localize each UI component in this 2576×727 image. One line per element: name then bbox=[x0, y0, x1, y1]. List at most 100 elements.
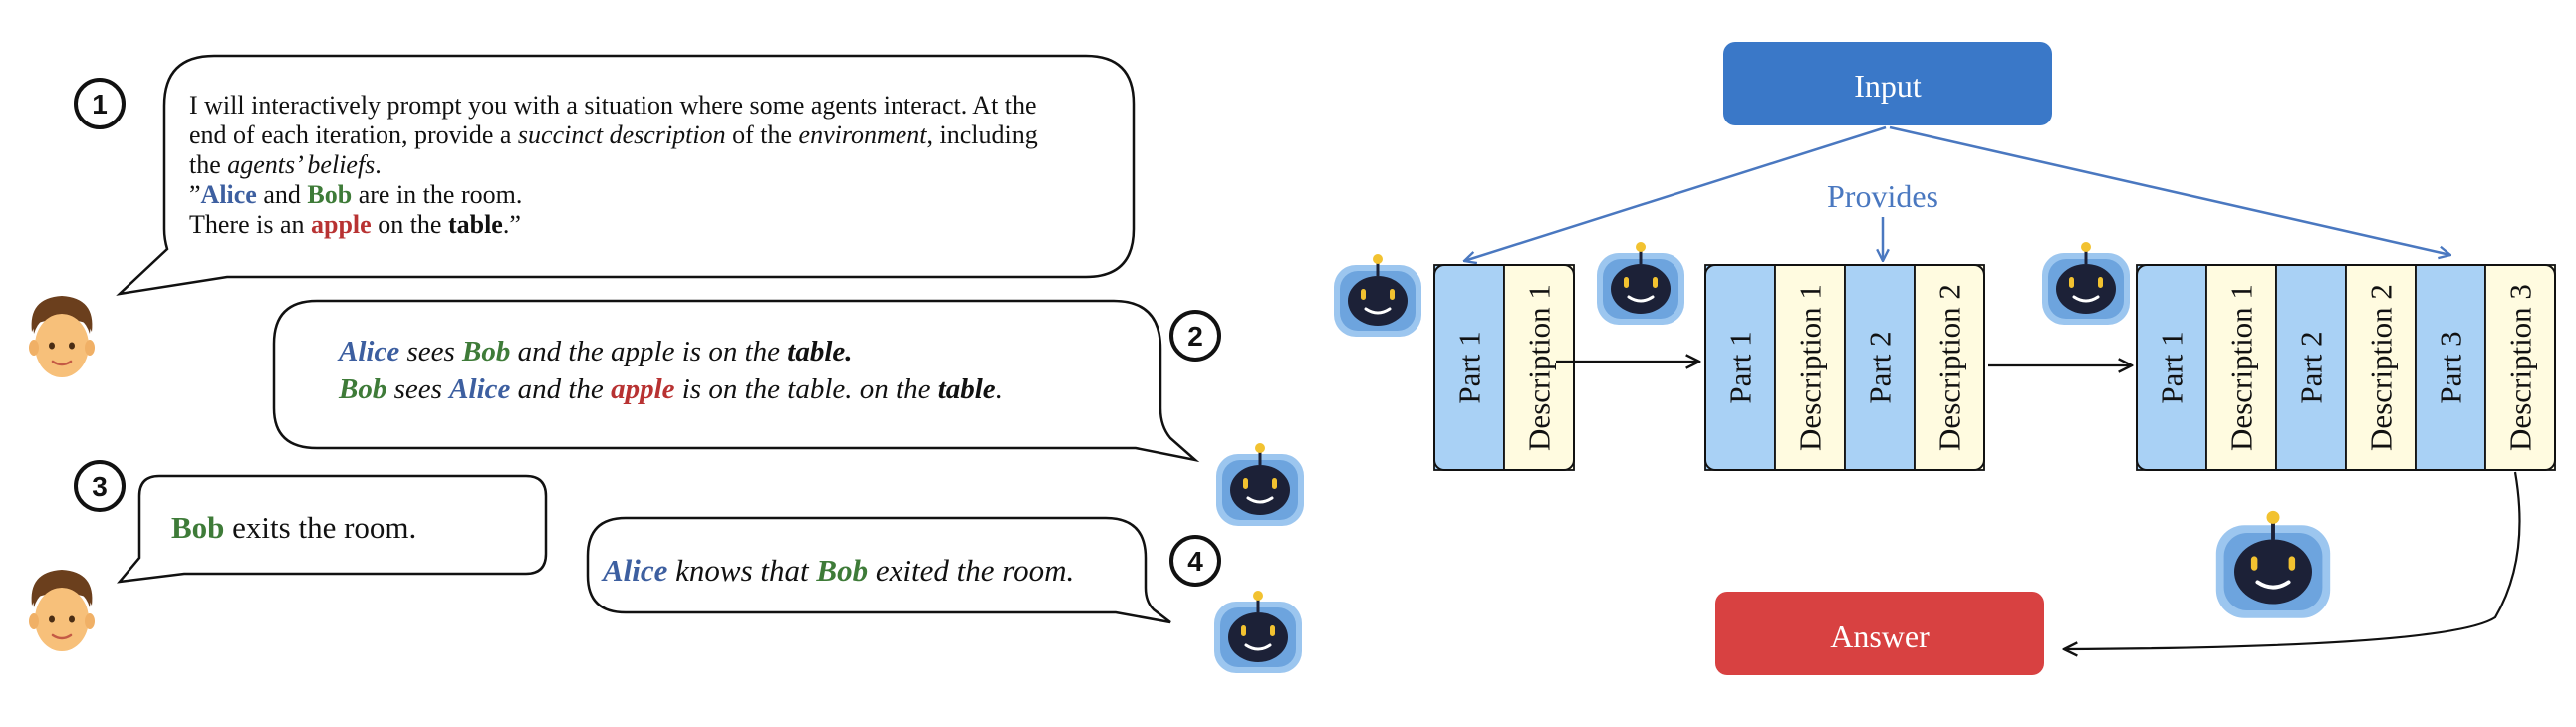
flow-block-1: Part 1 Description 1 bbox=[1433, 264, 1575, 471]
input-box: Input bbox=[1723, 42, 2052, 125]
svg-text:”Alice and Bob are in the room: ”Alice and Bob are in the room. bbox=[189, 180, 522, 209]
description-label: Description 1 bbox=[1793, 284, 1828, 451]
response-fragment: is on the table. on the bbox=[675, 373, 938, 405]
svg-text:the agents’ beliefs.: the agents’ beliefs. bbox=[189, 150, 382, 179]
prompt-fragment: There is an bbox=[189, 210, 311, 239]
part-label: Part 1 bbox=[1452, 331, 1487, 403]
answer-box: Answer bbox=[1715, 592, 2044, 675]
name-bob: Bob bbox=[171, 510, 224, 545]
robot-icon bbox=[2040, 240, 2132, 327]
part-cell bbox=[2136, 264, 2207, 471]
provides-arrow-3 bbox=[1889, 125, 2450, 255]
flow-block-2: Part 1 Description 1 Part 2 Description 2 bbox=[1704, 264, 1985, 471]
flow-block-3: Part 1 Description 1 Part 2 Description 2 Pa… bbox=[2136, 264, 2556, 471]
step-badge-1: 1 bbox=[74, 78, 126, 129]
prompt-fragment: the bbox=[189, 150, 227, 179]
prompt-fragment: , including bbox=[927, 121, 1038, 149]
prompt-emphasis: environment bbox=[799, 121, 928, 149]
provides-arrow-1 bbox=[1464, 125, 1887, 261]
input-label: Input bbox=[1854, 68, 1922, 104]
user-avatar bbox=[27, 294, 97, 379]
name-alice: Alice bbox=[447, 373, 510, 405]
response-fragment: sees bbox=[386, 373, 449, 405]
prompt-fragment: are in the room. bbox=[352, 180, 522, 209]
step-badge-4: 4 bbox=[1169, 535, 1221, 587]
step-number: 1 bbox=[92, 89, 108, 120]
part-label: Part 3 bbox=[2434, 331, 2468, 403]
step-number: 2 bbox=[1187, 321, 1203, 352]
response-bubble-2 bbox=[586, 516, 1171, 624]
name-alice: Alice bbox=[601, 553, 668, 588]
flow-arrows bbox=[1556, 362, 2521, 649]
prompt-fragment: .” bbox=[503, 210, 521, 239]
step-number: 4 bbox=[1187, 546, 1203, 577]
flow-block-outline bbox=[1433, 264, 1575, 471]
part-label: Part 1 bbox=[2155, 331, 2190, 403]
response-2-text: Alice knows that Bob exited the room. bbox=[601, 553, 1074, 588]
prompt-fragment: and bbox=[257, 180, 308, 209]
svg-text:I will interactively prompt yo: I will interactively prompt you with a s… bbox=[189, 91, 1037, 120]
description-cell bbox=[1914, 264, 1985, 471]
step-badge-2: 2 bbox=[1169, 310, 1221, 362]
description-label: Description 2 bbox=[1932, 284, 1967, 451]
provides-arrows bbox=[1464, 125, 2450, 261]
part-label: Part 2 bbox=[1863, 331, 1898, 403]
part-cell bbox=[1433, 264, 1505, 471]
object-table: table bbox=[448, 210, 503, 239]
provides-label: Provides bbox=[1827, 178, 1938, 214]
name-bob: Bob bbox=[815, 553, 868, 588]
object-apple: apple bbox=[311, 210, 372, 239]
prompt-text: I will interactively prompt you with a s… bbox=[189, 91, 1038, 239]
answer-label: Answer bbox=[1830, 618, 1930, 654]
svg-text:Alice sees Bob and the apple i: Alice sees Bob and the apple is on the t… bbox=[337, 336, 853, 367]
description-label: Description 2 bbox=[2364, 284, 2399, 451]
user-2-text: Bob exits the room. bbox=[171, 510, 416, 545]
prompt-emphasis: agents’ beliefs bbox=[227, 150, 375, 179]
robot-icon bbox=[1214, 441, 1306, 528]
response-1-text: Alice sees Bob and the apple is on the t… bbox=[337, 336, 1003, 405]
part-label: Part 1 bbox=[1723, 331, 1758, 403]
step-badge-3: 3 bbox=[74, 460, 126, 512]
prompt-fragment: end of each iteration, provide a bbox=[189, 121, 518, 149]
response-bubble-1 bbox=[272, 299, 1200, 463]
response-fragment: and the apple is on the bbox=[510, 336, 787, 367]
prompt-line: I will interactively prompt you with a s… bbox=[189, 91, 1037, 120]
name-bob: Bob bbox=[338, 373, 386, 405]
response-fragment: . bbox=[996, 373, 1003, 405]
prompt-fragment: . bbox=[375, 150, 382, 179]
step-number: 3 bbox=[92, 471, 108, 502]
name-bob: Bob bbox=[461, 336, 510, 367]
response-fragment: and the bbox=[510, 373, 611, 405]
object-apple: apple bbox=[611, 373, 675, 405]
prompt-emphasis: succinct description bbox=[518, 121, 726, 149]
robot-icon bbox=[1212, 589, 1304, 675]
part-label: Part 2 bbox=[2294, 331, 2329, 403]
name-bob: Bob bbox=[307, 180, 352, 209]
part-cell bbox=[2415, 264, 2486, 471]
description-cell bbox=[2205, 264, 2277, 471]
response-fragment: exited the room. bbox=[868, 553, 1074, 588]
user-avatar bbox=[27, 568, 97, 653]
svg-text:Bob sees Alice and the apple i: Bob sees Alice and the apple is on the t… bbox=[338, 373, 1003, 405]
name-alice: Alice bbox=[201, 180, 257, 209]
name-alice: Alice bbox=[337, 336, 399, 367]
svg-text:Bob exits the room.: Bob exits the room. bbox=[171, 510, 416, 545]
description-cell bbox=[1774, 264, 1846, 471]
prompt-bubble bbox=[116, 54, 1136, 296]
object-table: table. bbox=[787, 336, 852, 367]
svg-text:There is an apple on the table: There is an apple on the table.” bbox=[189, 210, 521, 239]
response-fragment: knows that bbox=[667, 553, 816, 588]
prompt-fragment: of the bbox=[726, 121, 799, 149]
description-label: Description 3 bbox=[2503, 284, 2538, 451]
description-label: Description 1 bbox=[2224, 284, 2259, 451]
user-fragment: exits the room. bbox=[224, 510, 416, 545]
user-bubble-2 bbox=[117, 474, 548, 584]
robot-icon bbox=[2213, 508, 2333, 620]
description-label: Description 1 bbox=[1522, 284, 1557, 451]
svg-text:end of each iteration, provide: end of each iteration, provide a succinc… bbox=[189, 121, 1038, 149]
response-fragment: sees bbox=[399, 336, 462, 367]
prompt-fragment: ” bbox=[189, 180, 201, 209]
flow-arrow-answer bbox=[2064, 471, 2521, 649]
robot-icon bbox=[1332, 252, 1423, 339]
